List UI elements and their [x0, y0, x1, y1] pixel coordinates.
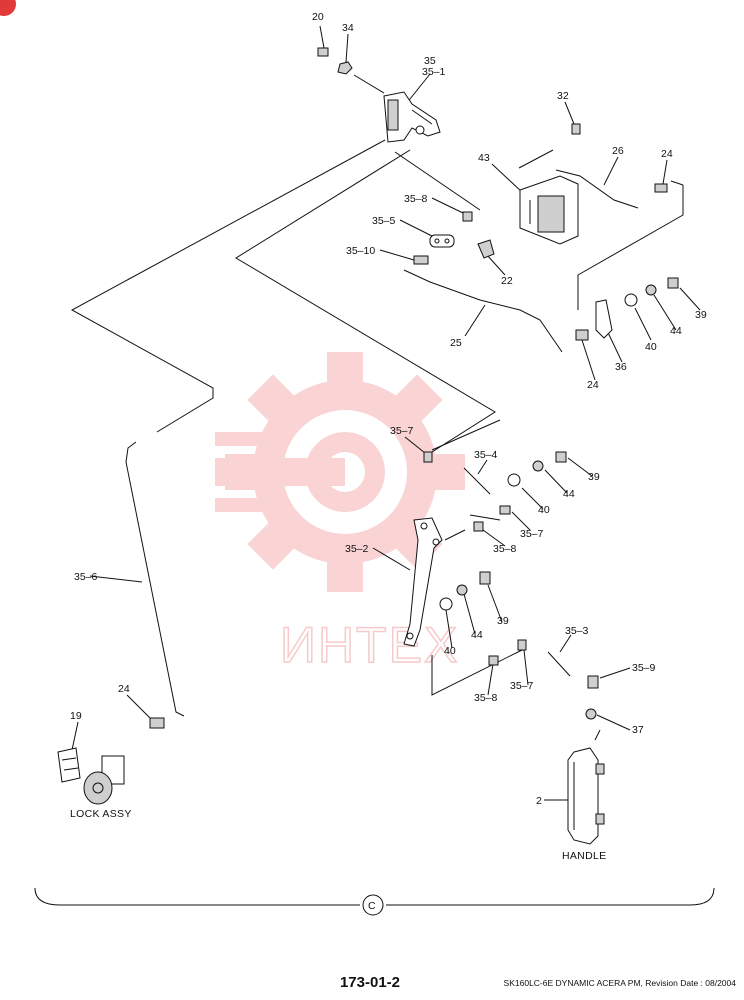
bolt-20	[317, 47, 329, 57]
bolt-35-9	[587, 675, 599, 689]
label-35-8-mid: 35–8	[493, 543, 517, 555]
nut-35-8-low	[488, 655, 499, 666]
nut-34	[337, 61, 353, 75]
bolt-39-a	[667, 277, 679, 289]
lock-body-43	[519, 175, 579, 245]
watermark-text: ИНТЕХ	[280, 617, 459, 673]
divider-symbol: C	[368, 900, 376, 912]
label-24-top: 24	[661, 148, 673, 160]
washer-44-c	[456, 584, 468, 596]
label-26: 26	[612, 145, 624, 157]
bracket-19	[57, 747, 81, 783]
caption-handle: HANDLE	[562, 850, 606, 862]
handle-2	[567, 747, 605, 845]
washer-40-c	[439, 597, 453, 611]
label-2: 2	[536, 795, 542, 807]
label-24-mid: 24	[587, 379, 599, 391]
label-32: 32	[557, 90, 569, 102]
bolt-39-b	[555, 451, 567, 463]
washer-40-a	[624, 293, 638, 307]
label-40-b: 40	[538, 504, 550, 516]
label-44-b: 44	[563, 488, 575, 500]
label-35-2: 35–2	[345, 543, 369, 555]
label-35-3: 35–3	[565, 625, 589, 637]
callout-lines	[34, 25, 715, 916]
nut-37	[585, 708, 597, 720]
label-40-a: 40	[645, 341, 657, 353]
corner-badge	[0, 0, 16, 16]
pin-35-7-a	[423, 451, 433, 463]
parts	[57, 47, 679, 845]
latch-assembly-35	[383, 91, 441, 143]
label-24-bottom: 24	[118, 683, 130, 695]
rod-26	[555, 169, 639, 209]
label-39-c: 39	[497, 615, 509, 627]
label-35-9: 35–9	[632, 662, 656, 674]
label-20: 20	[312, 11, 324, 23]
bolt-39-c	[479, 571, 491, 585]
label-34: 34	[342, 22, 354, 34]
label-25: 25	[450, 337, 462, 349]
washer-44-b	[532, 460, 544, 472]
block-22	[477, 239, 495, 259]
plate-35-5	[429, 234, 455, 248]
clip-24-mid	[575, 329, 589, 341]
label-43: 43	[478, 152, 490, 164]
label-35-5: 35–5	[372, 215, 396, 227]
part-labels: 20 34 35 35–1 32 43 26 24 35–8 35–5 35–1…	[70, 11, 707, 912]
footer-revision: SK160LC-6E DYNAMIC ACERA PM, Revision Da…	[503, 978, 736, 988]
rod-25	[403, 269, 563, 353]
label-19: 19	[70, 710, 82, 722]
lock-cylinder	[83, 755, 125, 805]
label-36: 36	[615, 361, 627, 373]
label-44-c: 44	[471, 629, 483, 641]
label-35-7-c: 35–7	[510, 680, 534, 692]
label-35-4: 35–4	[474, 449, 498, 461]
label-40-c: 40	[444, 645, 456, 657]
label-35: 35	[424, 55, 436, 67]
rod-35-4	[463, 467, 491, 495]
label-22: 22	[501, 275, 513, 287]
watermark-logo: ИНТЕХ	[215, 352, 465, 674]
pin-35-7-c	[517, 639, 527, 651]
pin-35-7-b	[499, 505, 511, 515]
label-39-a: 39	[695, 309, 707, 321]
rod-35-6	[125, 441, 185, 717]
clip-24-bottom	[149, 717, 165, 729]
label-35-6: 35–6	[74, 571, 98, 583]
washer-44-a	[645, 284, 657, 296]
clip-35-10	[413, 255, 429, 265]
bolt-32	[571, 123, 581, 135]
label-35-8-low: 35–8	[474, 692, 498, 704]
caption-lock-assy: LOCK ASSY	[70, 808, 132, 820]
washer-40-b	[507, 473, 521, 487]
nut-35-8-mid	[473, 521, 484, 532]
lever-35-2	[403, 517, 443, 647]
label-35-1: 35–1	[422, 66, 446, 78]
label-44-a: 44	[670, 325, 682, 337]
label-35-8-top: 35–8	[404, 193, 428, 205]
plate-36	[595, 299, 613, 339]
label-35-7-b: 35–7	[520, 528, 544, 540]
nut-35-8-top	[462, 211, 473, 222]
rod-35-3	[547, 651, 571, 677]
label-37: 37	[632, 724, 644, 736]
label-39-b: 39	[588, 471, 600, 483]
label-35-10: 35–10	[346, 245, 375, 257]
clip-24-top	[654, 183, 668, 193]
label-35-7-a: 35–7	[390, 425, 414, 437]
page-number: 173-01-2	[339, 974, 401, 991]
